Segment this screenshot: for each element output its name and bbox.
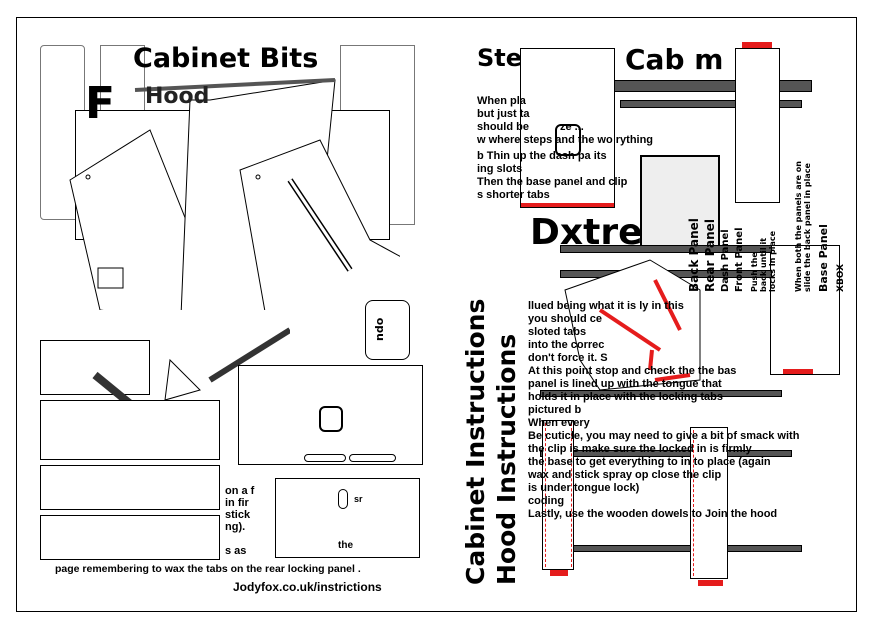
text-fragment: in fir (225, 497, 249, 509)
red-edge (550, 570, 568, 576)
body-line: is under tongue lock) (528, 482, 640, 494)
body-line: the base to get everything to in to plac… (528, 456, 771, 468)
slot (338, 489, 348, 509)
base-panel (770, 245, 840, 375)
body-line: into the correc (528, 339, 605, 351)
panel-outline (40, 340, 150, 395)
panel-outline (40, 465, 220, 510)
hood-heading: Hood (145, 84, 210, 109)
side-tab-panel (735, 48, 780, 203)
dashed-line (571, 423, 572, 567)
hood-instructions-title: Hood Instructions (492, 333, 521, 585)
rail (560, 545, 802, 552)
cabinet-instructions-title: Cabinet Instructions (461, 298, 490, 585)
dash-panel-label: Dash Panel (720, 229, 731, 292)
heading-letter: F (85, 78, 116, 129)
rotated-note: Push the back until it locks in place (750, 230, 778, 292)
body-line: wax and stick spray op close the clip (528, 469, 722, 481)
rotated-side-panel (564, 259, 701, 391)
step-text: Then the base panel and clip (477, 176, 628, 188)
logo-text: ndo (373, 317, 386, 341)
page-frame (16, 17, 857, 612)
page-title: Cabinet Bits (133, 43, 319, 74)
body-line: sloted tabs (528, 326, 587, 338)
body-line: coding (528, 495, 565, 507)
intro-line: w where steps and the wo rything (477, 134, 654, 146)
side-panels-drawing (69, 78, 400, 310)
body-line: pictured b (528, 404, 582, 416)
dashed-line (693, 430, 694, 576)
panel-outline (40, 515, 220, 560)
step-title-left: Ste (477, 44, 523, 72)
switch-logo-icon (555, 124, 581, 156)
logo-tab: ndo (365, 300, 410, 360)
side-note: When both the panels are on slide the ba… (794, 161, 813, 292)
step-title-right: Cab m (625, 43, 724, 76)
red-edge (698, 580, 723, 586)
intro-line: but just ta (477, 108, 530, 120)
text-fragment: s as (225, 545, 247, 557)
speckled-panel (640, 155, 720, 250)
back-panel-label: Back Panel (687, 218, 701, 292)
dash-panel (542, 420, 574, 570)
step-text: ing slots (477, 163, 523, 175)
rail (600, 80, 812, 92)
panel-outline: sr the (275, 478, 420, 558)
slot (349, 454, 396, 462)
switch-logo-icon (319, 406, 343, 432)
red-edge (783, 369, 813, 374)
body-line: llued being what it is ly in this (528, 300, 684, 312)
body-line: you should ce (528, 313, 602, 325)
text-fragment: sr (354, 494, 363, 504)
slot (304, 454, 346, 462)
text-fragment: on a f (225, 485, 255, 497)
panel-outline (40, 400, 220, 460)
instructions-url[interactable]: Jodyfox.co.uk/instrictions (233, 580, 382, 594)
step-text: b Thin up the dash pa its (477, 150, 607, 162)
step-text: s shorter tabs (477, 189, 550, 201)
body-line: Lastly, use the wooden dowels to Join th… (528, 508, 778, 520)
switch-panel (238, 365, 423, 465)
dashed-line (545, 423, 546, 567)
red-edge (742, 42, 772, 48)
front-panel (690, 427, 728, 579)
red-edge (521, 203, 614, 207)
instructions-body: llued being what it is ly in this you sh… (528, 300, 848, 521)
text-fragment: the (338, 540, 353, 551)
rear-panel-label: Rear Panel (703, 219, 717, 292)
text-fragment: ng). (225, 521, 246, 533)
front-panel-label: Front Panel (734, 227, 745, 292)
back-panel-part (520, 48, 615, 208)
rail (620, 100, 802, 108)
text-fragment: stick (225, 509, 251, 521)
body-line: the clip is make sure the locked in is f… (528, 443, 752, 455)
wax-instruction: page remembering to wax the tabs on the … (55, 563, 361, 575)
body-line: don't force it. S (528, 352, 608, 364)
body-line: Be cuticle, you may need to give a bit o… (528, 430, 800, 442)
rail (560, 245, 772, 253)
body-line: When every (528, 417, 590, 429)
body-line: holds it in place with the locking tabs (528, 391, 723, 403)
rail (540, 390, 782, 397)
body-line: panel is lined up with the tongue that (528, 378, 722, 390)
base-panel-label: Base Panel (817, 224, 830, 292)
rail (540, 450, 792, 457)
intro-line: When pla (477, 95, 526, 107)
intro-line: should be (477, 121, 529, 133)
xbox-label: XBOX (836, 263, 846, 292)
big-overlay-text: Dxtre (530, 212, 643, 253)
intro-line: ze ... (560, 121, 584, 133)
body-line: At this point stop and check the the bas (528, 365, 737, 377)
